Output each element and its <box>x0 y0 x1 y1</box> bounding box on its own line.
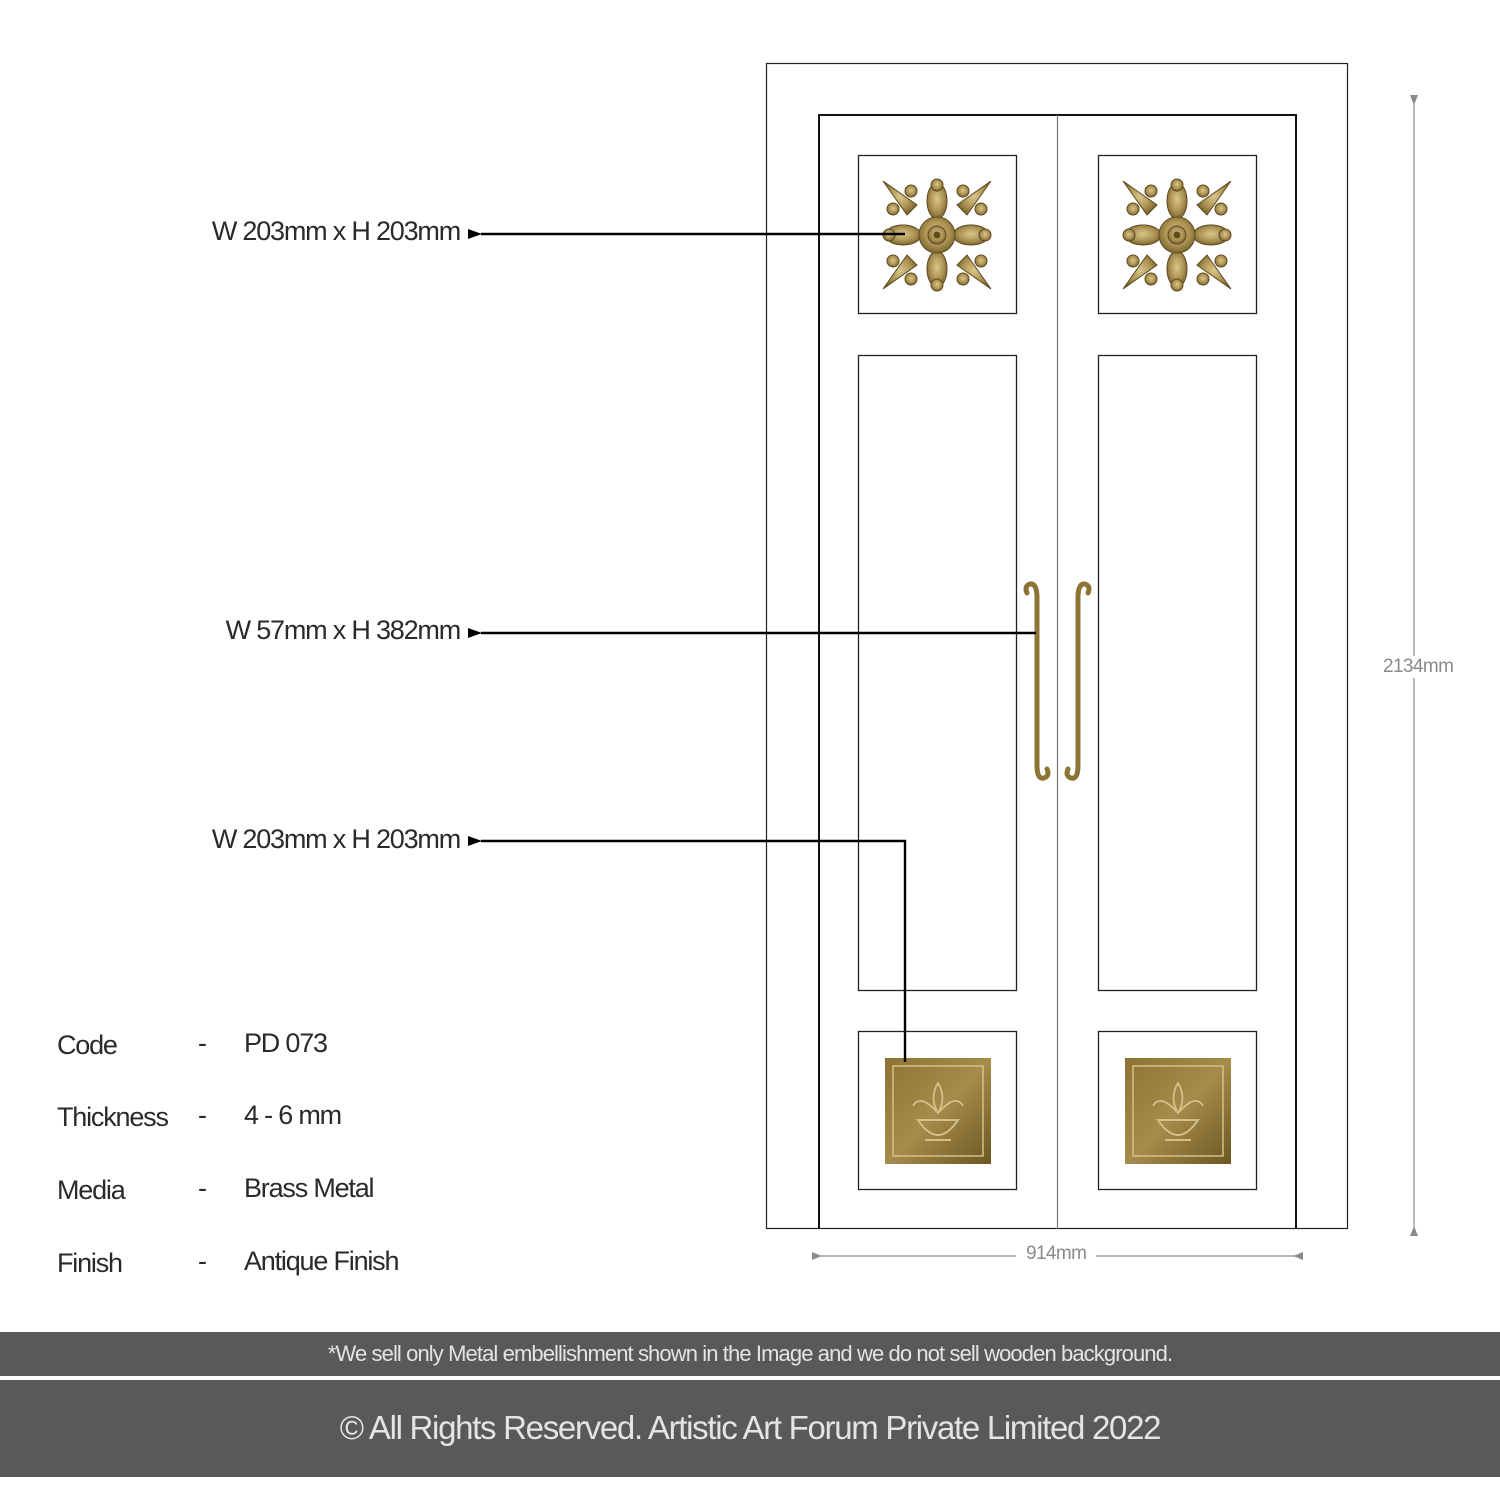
spec-key-code: Code <box>57 1030 118 1060</box>
panel-middle-left <box>857 354 1018 992</box>
spec-value-finish: Antique Finish <box>244 1246 399 1276</box>
panel-bottom-right <box>1097 1030 1258 1191</box>
callout-label-handle: W 57mm x H 382mm <box>225 615 462 645</box>
brass-rosette-top-right <box>1122 178 1232 292</box>
panel-middle-right <box>1097 354 1258 992</box>
spec-key-finish: Finish <box>57 1248 123 1278</box>
copyright-footer: © All Rights Reserved. Artistic Art Foru… <box>0 1380 1500 1477</box>
panel-bottom-left <box>857 1030 1018 1191</box>
spec-sep: - <box>198 1173 207 1203</box>
callout-label-rosette: W 203mm x H 203mm <box>211 216 461 246</box>
brass-handle-right <box>1064 581 1092 781</box>
spec-sep: - <box>198 1028 207 1058</box>
callout-arrow-plaque <box>468 836 907 1062</box>
brass-handle-left <box>1023 581 1051 781</box>
brass-plaque-bottom-left <box>884 1057 992 1165</box>
spec-sep: - <box>198 1246 207 1276</box>
width-dimension-label: 914mm <box>1016 1243 1097 1265</box>
spec-sep: - <box>198 1100 207 1130</box>
disclaimer-banner: *We sell only Metal embellishment shown … <box>0 1332 1500 1376</box>
disclaimer-text: *We sell only Metal embellishment shown … <box>327 1341 1173 1366</box>
height-dimension-label: 2134mm <box>1377 656 1460 678</box>
spec-value-thickness: 4 - 6 mm <box>244 1100 342 1130</box>
panel-top-right <box>1097 154 1258 315</box>
spec-value-media: Brass Metal <box>244 1173 375 1203</box>
brass-plaque-bottom-right <box>1124 1057 1232 1165</box>
spec-value-code: PD 073 <box>244 1028 328 1058</box>
spec-key-media: Media <box>57 1175 126 1205</box>
spec-key-thickness: Thickness <box>57 1102 169 1132</box>
callout-label-plaque: W 203mm x H 203mm <box>211 824 461 854</box>
copyright-text: © All Rights Reserved. Artistic Art Foru… <box>339 1409 1162 1446</box>
